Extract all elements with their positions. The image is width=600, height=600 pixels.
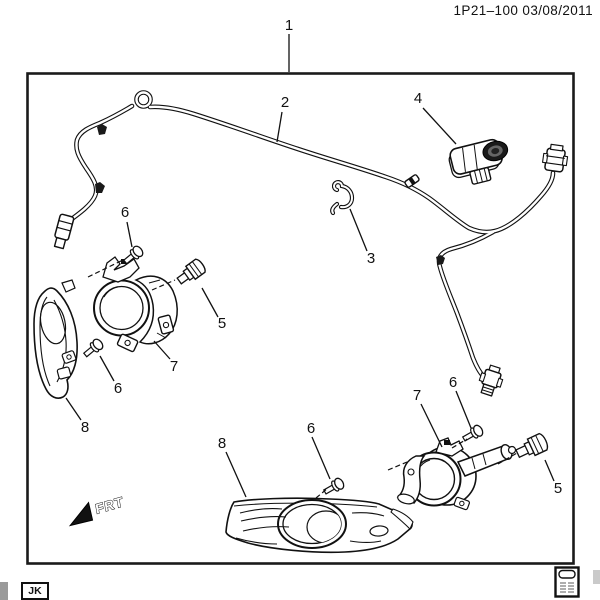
- frt-label: FRT: [94, 494, 125, 517]
- callout-8-bottom: 8: [218, 435, 226, 452]
- fog-lamp-left: [93, 256, 178, 353]
- bulb-right: [515, 432, 549, 459]
- callout-6-right: 6: [449, 374, 457, 391]
- print-icon[interactable]: [554, 566, 580, 598]
- callout-5-left: 5: [218, 315, 226, 332]
- screw-left-upper: [122, 245, 144, 265]
- page-edge-chip: [593, 570, 600, 584]
- figure-code-badge: JK: [21, 582, 49, 600]
- screw-right: [461, 424, 484, 442]
- callout-3: 3: [367, 250, 375, 267]
- callout-7-left: 7: [170, 358, 178, 375]
- callout-2: 2: [281, 94, 289, 111]
- callout-1: 1: [285, 17, 293, 34]
- callout-4: 4: [414, 90, 422, 107]
- screws: [82, 245, 484, 495]
- callout-6-left-upper: 6: [121, 204, 129, 221]
- bezel-left: [33, 279, 78, 399]
- diagram-border: [26, 72, 575, 565]
- callouts: 1 2 3 4 5 5 6 6 6 6 7 7 8 8: [81, 17, 562, 497]
- callout-leader-lines: [65, 34, 555, 498]
- relay-sensor: [448, 138, 509, 185]
- document-reference: 1P21–100 03/08/2011: [453, 3, 593, 18]
- harness-stub-connector: [404, 174, 420, 188]
- frt-arrow: FRT: [68, 493, 125, 527]
- alignment-dashes: [87, 259, 518, 499]
- callout-5-right: 5: [554, 480, 562, 497]
- callout-7-right: 7: [413, 387, 421, 404]
- harness-connector-left: [53, 213, 75, 250]
- callout-6-left-lower: 6: [114, 380, 122, 397]
- callout-8-left: 8: [81, 419, 89, 436]
- bulb-left: [176, 258, 206, 285]
- screw-bottom: [322, 477, 345, 495]
- wiring-harness: [53, 90, 569, 397]
- bezel-bottom: [225, 497, 414, 554]
- hook-clip: [330, 180, 355, 216]
- callout-6-bottom: 6: [307, 420, 315, 437]
- page-edge-tab: [0, 582, 8, 600]
- screw-left-lower: [82, 338, 104, 358]
- harness-connector-bottom: [478, 364, 504, 397]
- harness-clip: [95, 124, 445, 265]
- harness-connector-top-right: [542, 143, 569, 173]
- fog-lamp-right: [396, 437, 517, 511]
